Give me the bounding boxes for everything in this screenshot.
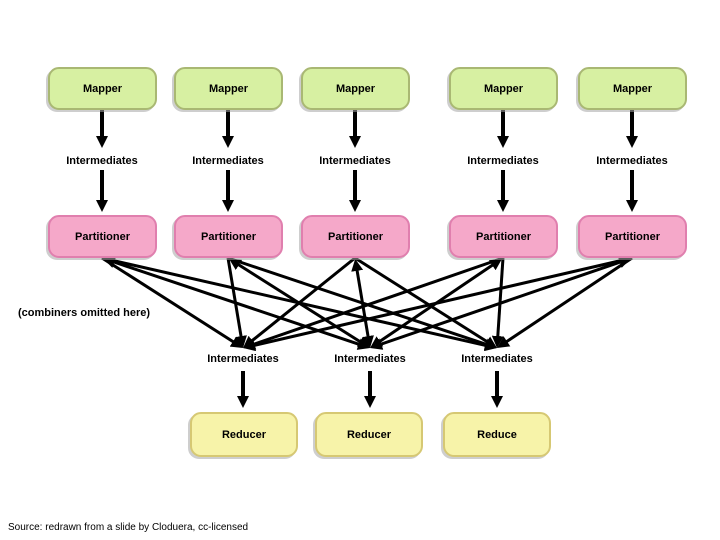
partitioner-label-1: Partitioner [74,230,130,243]
partitioner-label-2: Partitioner [200,230,256,243]
partitioner-label-5: Partitioner [604,230,660,243]
reducer-label-2: Reducer [346,428,392,441]
shuffle-arrow-p4-i3 [491,257,505,349]
partitioner-box-4: Partitioner [449,215,558,258]
reducer-label-3: Reduce [477,428,517,441]
intermediates-label-3: Intermediates [319,155,391,167]
partitioner-box-1: Partitioner [48,215,157,258]
intermediates-label-5: Intermediates [596,155,668,167]
mapper-box-2: Mapper [174,67,283,110]
mapper-box-4: Mapper [449,67,558,110]
reducer-box-1: Reducer [190,412,298,457]
shuffle-arrow-p5-i2 [369,256,632,350]
shuffle-arrow-p5-i1 [243,256,633,352]
shuffle-arrow-p3-i1 [243,256,356,348]
intermediates-label-1: Intermediates [66,155,138,167]
shuffle-intermediates-label-3: Intermediates [461,353,533,365]
combiners-note: (combiners omitted here) [18,307,151,319]
partitioner-label-3: Partitioner [327,230,383,243]
reducer-label-1: Reducer [221,428,267,441]
mapper-box-3: Mapper [301,67,410,110]
shuffle-arrow-p1-i1 [101,256,244,349]
source-attribution: Source: redrawn from a slide by Cloduera… [8,522,249,533]
shuffle-intermediates-label-2: Intermediates [334,353,406,365]
shuffle-arrow-p3-i2 [351,258,374,348]
mapper-box-1: Mapper [48,67,157,110]
mapper-label-5: Mapper [612,82,653,95]
shuffle-intermediates-label-1: Intermediates [207,353,279,365]
partitioner-label-4: Partitioner [475,230,531,243]
intermediates-label-4: Intermediates [467,155,539,167]
reducer-box-3: Reduce [443,412,551,457]
mapper-box-5: Mapper [578,67,687,110]
reducer-box-2: Reducer [315,412,423,457]
intermediates-label-2: Intermediates [192,155,264,167]
mapper-label-3: Mapper [335,82,376,95]
partitioner-box-2: Partitioner [174,215,283,258]
mapper-label-2: Mapper [208,82,249,95]
shuffle-arrow-p2-i1 [226,257,247,348]
shuffle-arrow-p5-i3 [496,256,633,349]
mapper-label-1: Mapper [82,82,123,95]
partitioner-box-5: Partitioner [578,215,687,258]
mapper-label-4: Mapper [483,82,524,95]
partitioner-box-3: Partitioner [301,215,410,258]
